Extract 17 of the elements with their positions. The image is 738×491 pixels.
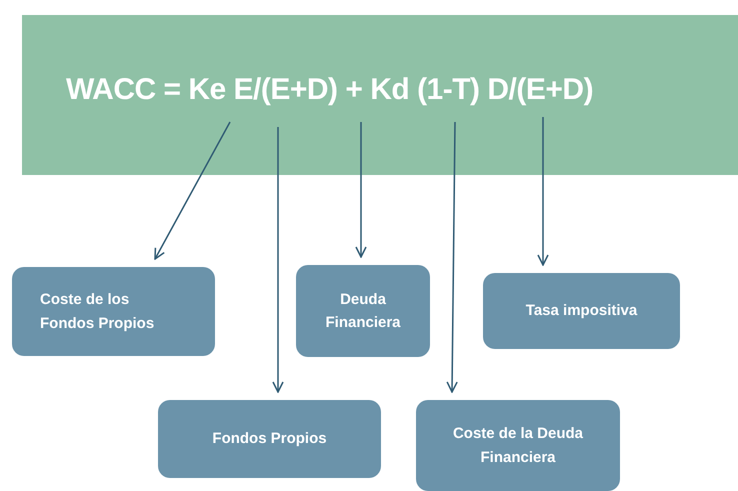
box-label: Tasa impositiva: [526, 301, 638, 322]
box-label: Deuda Financiera: [324, 290, 402, 333]
definition-box: [12, 267, 215, 356]
arrow: [355, 122, 367, 258]
definition-box: [296, 265, 430, 357]
formula-text: WACC = Ke E/(E+D) + Kd (1-T) D/(E+D): [66, 73, 594, 107]
box-label: Fondos Propios: [212, 429, 327, 450]
definition-box: [483, 273, 680, 349]
box-label: Coste de la Deuda Financiera: [452, 424, 584, 468]
arrow: [446, 122, 458, 393]
definition-box: [158, 400, 381, 478]
box-label: Coste de los Fondos Propios: [40, 290, 156, 334]
arrow: [154, 122, 231, 260]
formula-band: [22, 15, 738, 175]
arrow: [537, 117, 549, 266]
arrow: [272, 127, 284, 393]
definition-box: [416, 400, 620, 491]
